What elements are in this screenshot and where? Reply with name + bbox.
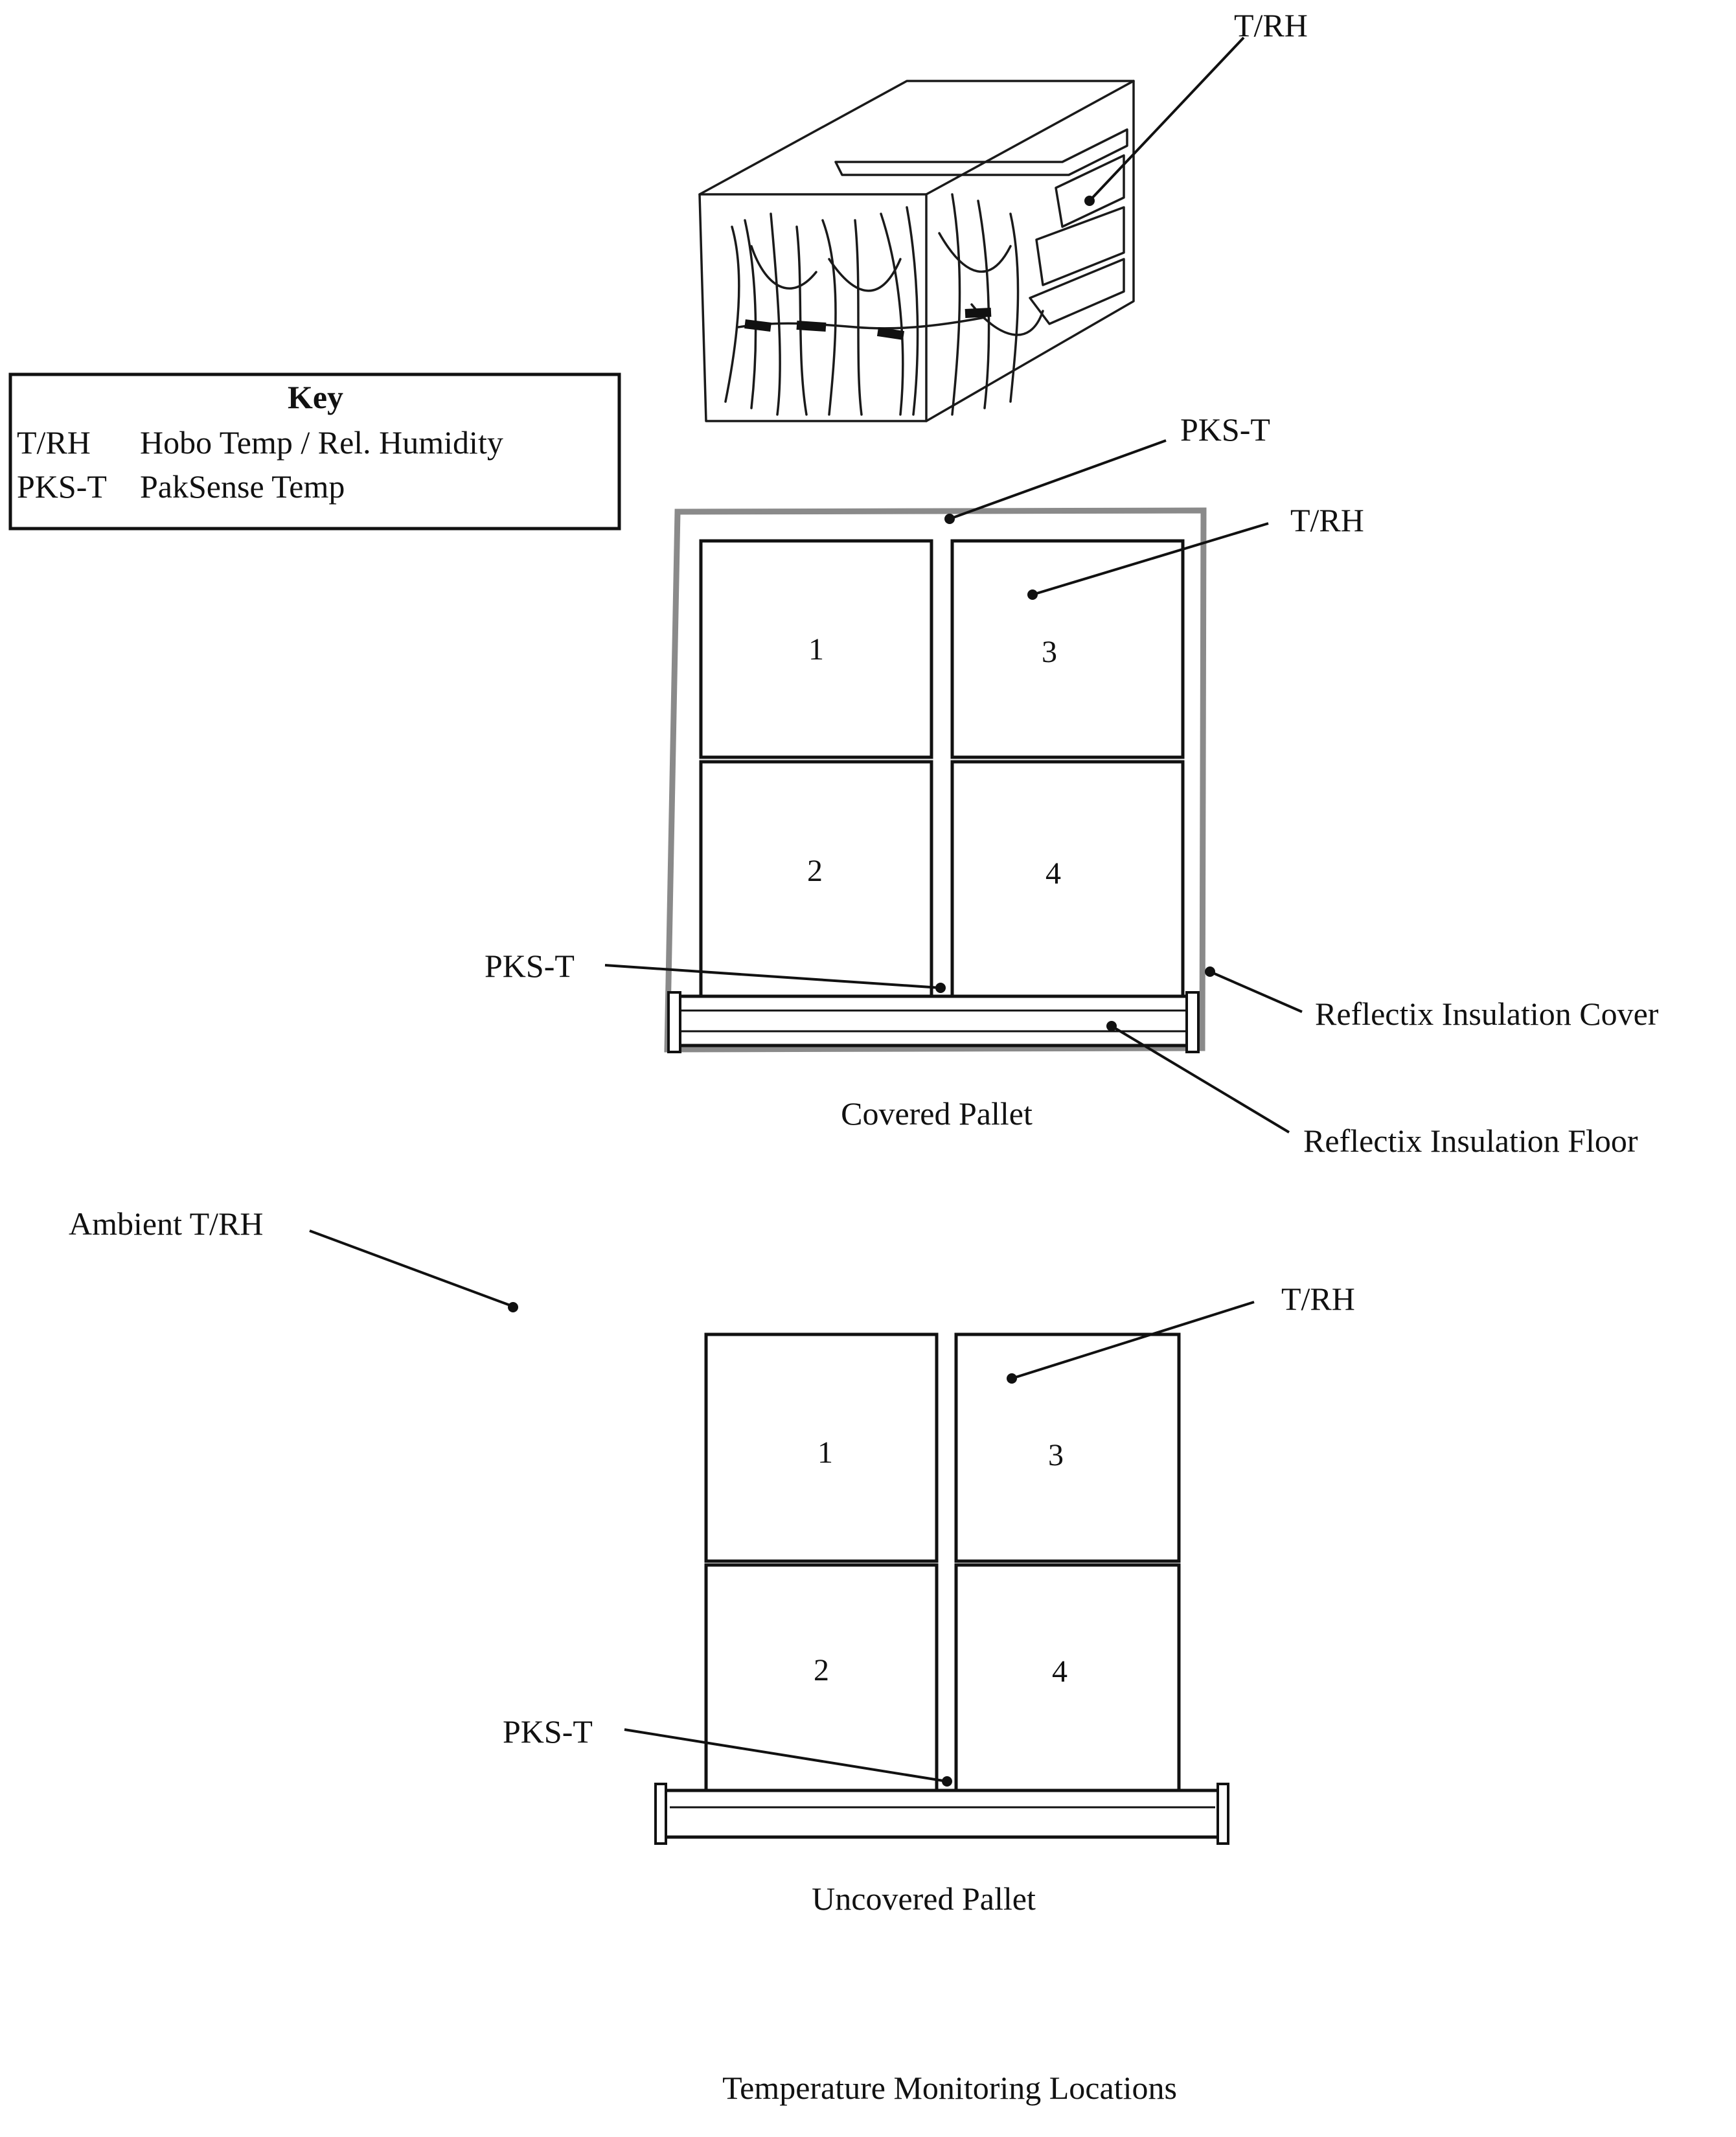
- produce-box-sensor-leader: [1088, 36, 1245, 202]
- uncovered-pkst-label: PKS-T: [503, 1713, 593, 1750]
- key-meaning-1: Hobo Temp / Rel. Humidity: [140, 424, 503, 461]
- covered-trh-leader: [1032, 522, 1269, 596]
- covered-top-pkst-label: PKS-T: [1180, 411, 1270, 448]
- uncovered-trh-label: T/RH: [1281, 1281, 1355, 1317]
- produce-box-top-edge: [698, 80, 1135, 196]
- uncovered-box-1: [704, 1332, 939, 1563]
- covered-box-2: [699, 760, 933, 998]
- key-code-1: T/RH: [17, 424, 91, 461]
- covered-pallet-left-end: [667, 991, 681, 1053]
- cover-leader: [1209, 970, 1303, 1013]
- key-meaning-2: PakSense Temp: [140, 468, 345, 505]
- produce-bands: [744, 308, 992, 340]
- uncovered-box-4: [954, 1563, 1181, 1794]
- ambient-leader: [309, 1229, 512, 1307]
- uncovered-box-3-number: 3: [1048, 1438, 1064, 1472]
- uncovered-pkst-leader: [624, 1728, 948, 1783]
- uncovered-pallet-caption: Uncovered Pallet: [812, 1880, 1036, 1917]
- floor-label: Reflectix Insulation Floor: [1303, 1123, 1638, 1159]
- covered-box-4-number: 4: [1045, 856, 1061, 891]
- covered-box-4: [950, 760, 1185, 998]
- uncovered-box-3: [954, 1332, 1181, 1563]
- package-top: [834, 128, 1128, 176]
- key-code-2: PKS-T: [17, 468, 107, 505]
- produce-leaves: [750, 232, 1044, 336]
- covered-box-1: [699, 539, 933, 759]
- uncovered-box-2: [704, 1563, 939, 1794]
- covered-pallet-base: [670, 994, 1196, 1047]
- uncovered-box-4-number: 4: [1052, 1654, 1068, 1689]
- covered-bottom-pkst-label: PKS-T: [485, 948, 575, 984]
- key-box: Key T/RH Hobo Temp / Rel. Humidity PKS-T…: [8, 372, 621, 531]
- uncovered-pallet-base: [659, 1788, 1226, 1839]
- produce-stems: [724, 193, 1020, 416]
- uncovered-trh-leader: [1011, 1301, 1255, 1380]
- produce-band-line: [737, 316, 986, 330]
- covered-trh-label: T/RH: [1290, 502, 1364, 538]
- ambient-sensor: Ambient T/RH: [69, 1206, 518, 1312]
- cover-label: Reflectix Insulation Cover: [1315, 996, 1659, 1032]
- covered-box-3: [950, 539, 1185, 759]
- covered-pallet-caption: Covered Pallet: [841, 1095, 1033, 1132]
- figure-caption: Temperature Monitoring Locations: [722, 2070, 1177, 2106]
- ambient-dot: [508, 1302, 518, 1312]
- key-title: Key: [288, 379, 343, 415]
- produce-box-sketch: T/RH: [698, 7, 1308, 422]
- uncovered-pallet-right-end: [1216, 1783, 1229, 1845]
- covered-box-1-number: 1: [808, 632, 824, 667]
- covered-box-3-number: 3: [1042, 635, 1057, 669]
- package-right-2: [1035, 206, 1125, 286]
- uncovered-box-2-number: 2: [814, 1653, 829, 1687]
- produce-box-outline: [698, 80, 1135, 422]
- floor-leader: [1110, 1025, 1290, 1134]
- package-right-1: [1055, 154, 1125, 228]
- covered-box-2-number: 2: [807, 854, 823, 888]
- ambient-label: Ambient T/RH: [69, 1206, 263, 1242]
- package-right-3: [1029, 258, 1125, 325]
- uncovered-pallet-left-end: [654, 1783, 667, 1845]
- covered-top-pkst-leader: [949, 439, 1167, 520]
- uncovered-pallet: 1 2 3 4 T/RH PKS-T Uncovered Pallet: [503, 1281, 1355, 1917]
- reflectix-cover: [664, 507, 1207, 1053]
- key-frame: [8, 372, 621, 531]
- produce-box-sensor-label: T/RH: [1234, 7, 1308, 43]
- covered-pallet-right-end: [1185, 991, 1200, 1053]
- uncovered-box-1-number: 1: [817, 1435, 833, 1470]
- covered-bottom-pkst-leader: [604, 964, 941, 989]
- covered-pallet: 1 2 3 4 PKS-T T/RH PKS-T Reflectix Insul…: [485, 411, 1659, 1159]
